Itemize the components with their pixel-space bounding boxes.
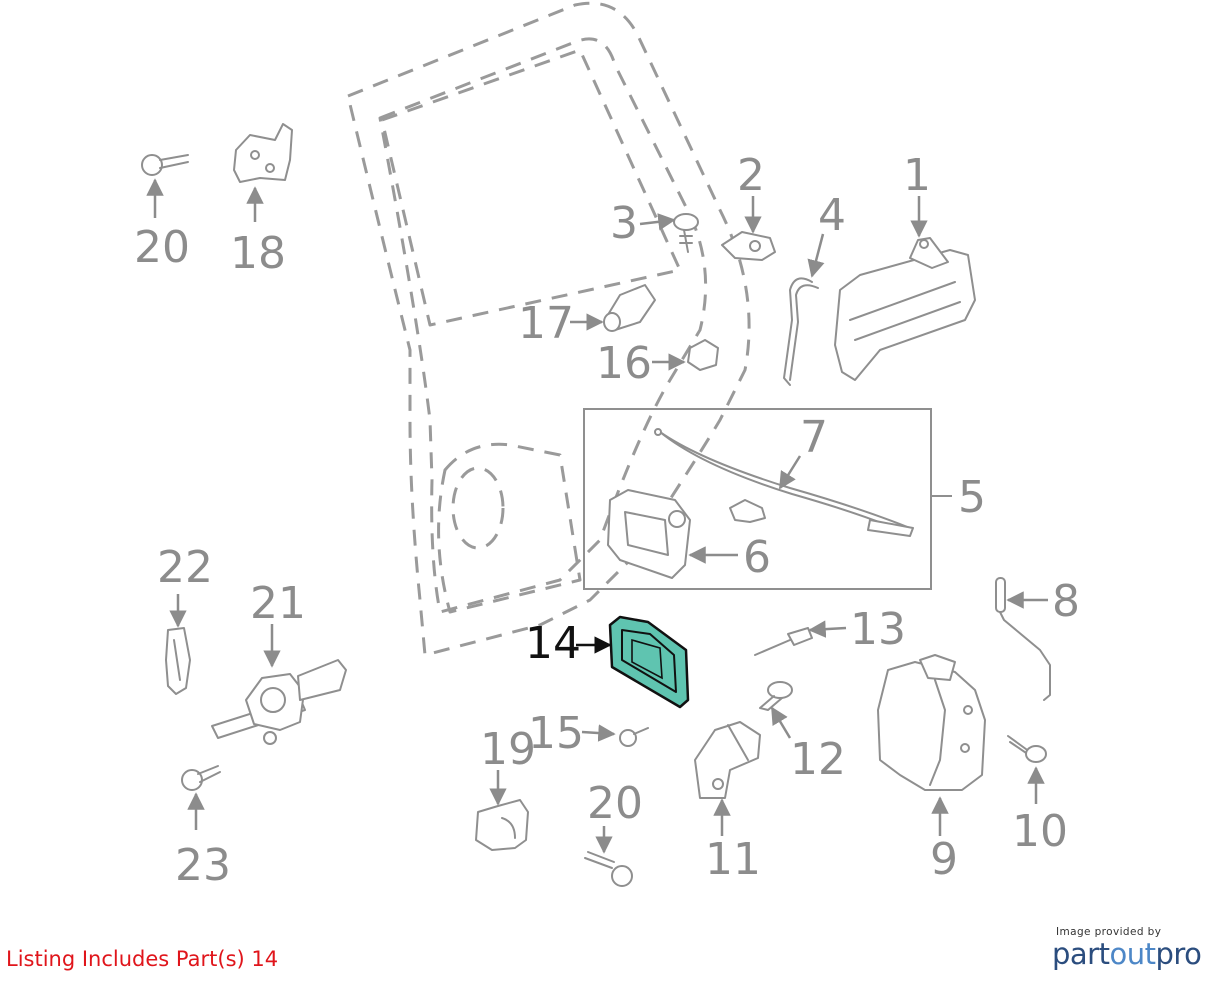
- callout-13: 13: [850, 604, 906, 655]
- callout-20-lower: 20: [587, 778, 643, 829]
- callout-18: 18: [230, 228, 286, 279]
- bolt-part-20-upper: [141, 154, 189, 176]
- bolt-part-20-lower: [584, 851, 633, 887]
- bezel-part-14: [608, 615, 690, 709]
- callout-12: 12: [790, 734, 846, 785]
- bezel-part-14-fill: [608, 615, 690, 709]
- rod-part-4: [783, 277, 819, 386]
- callout-5: 5: [958, 472, 986, 523]
- bolt-part-23: [181, 765, 221, 791]
- bolt-part-10: [1007, 735, 1047, 763]
- rod-part-8: [995, 577, 1051, 701]
- callout-10: 10: [1012, 806, 1068, 857]
- pin-part-13: [754, 627, 813, 656]
- check-strap-part-21: [211, 659, 347, 745]
- callout-19: 19: [480, 724, 536, 775]
- bracket-part-19: [475, 799, 529, 851]
- screw-part-3: [673, 213, 699, 253]
- callout-2: 2: [737, 150, 765, 201]
- outside-handle-part-1: [834, 237, 976, 381]
- inside-handle-part-6: [607, 489, 691, 579]
- callout-6: 6: [743, 532, 771, 583]
- callout-1: 1: [903, 150, 931, 201]
- callout-labels: 1 2 3 4 5 6 7 8 9 10 11 12 13 14 15 16 1…: [134, 150, 1080, 891]
- fastener-part-22: [165, 627, 191, 695]
- clip-inside-box: [729, 499, 766, 523]
- clip-part-2: [721, 231, 776, 261]
- hinge-part-11: [694, 721, 761, 799]
- callout-9: 9: [930, 834, 958, 885]
- partoutpro-logo: partoutpro: [1052, 938, 1212, 970]
- callout-21: 21: [250, 578, 306, 629]
- bracket-part-18: [233, 123, 293, 183]
- callout-14: 14: [525, 618, 581, 669]
- callout-22: 22: [157, 542, 213, 593]
- callout-arrows: [146, 178, 1048, 854]
- latch-part-9: [877, 654, 986, 791]
- assembly-box-5: [583, 408, 932, 590]
- logo-out: out: [1109, 937, 1156, 971]
- callout-4: 4: [818, 190, 846, 241]
- callout-16: 16: [596, 338, 652, 389]
- callout-3: 3: [610, 198, 638, 249]
- logo-pro: pro: [1155, 937, 1202, 971]
- callout-8: 8: [1052, 576, 1080, 627]
- logo-part: part: [1052, 937, 1110, 971]
- bolt-part-12: [759, 681, 793, 711]
- screw-part-15: [619, 727, 649, 747]
- listing-caption-text: Listing Includes Part(s) 14: [6, 947, 279, 971]
- callout-20-upper: 20: [134, 222, 190, 273]
- clip-part-16: [687, 339, 719, 371]
- callout-23: 23: [175, 840, 231, 891]
- callout-15: 15: [528, 708, 584, 759]
- callout-7: 7: [800, 412, 828, 463]
- image-credit-text: Image provided by: [1056, 926, 1162, 938]
- listing-caption: Listing Includes Part(s) 14: [6, 947, 278, 971]
- plug-part-17: [603, 284, 656, 332]
- callout-11: 11: [705, 834, 761, 885]
- image-credit: Image provided by partoutpro: [1052, 926, 1212, 970]
- callout-17: 17: [518, 298, 574, 349]
